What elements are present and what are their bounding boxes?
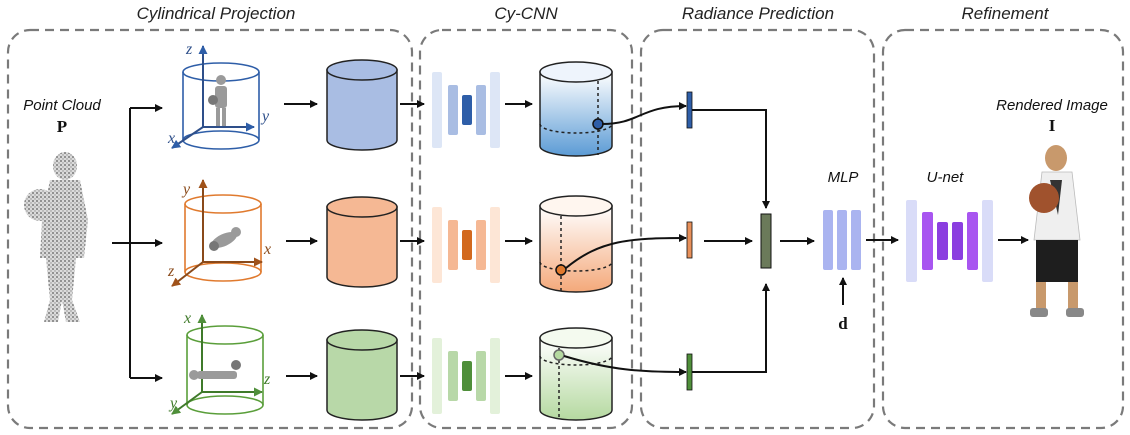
panel-cylindrical-projection [6, 28, 414, 430]
branch-connectors [112, 104, 163, 382]
sample-arrow-blue [601, 102, 687, 125]
axis-label-green-2: z [263, 371, 271, 388]
rendered-image-label: Rendered Image [996, 97, 1108, 114]
point-cloud-figure [24, 152, 88, 322]
axis-label-blue-2: y [260, 108, 270, 125]
axes-blue [171, 45, 255, 149]
axis-label-blue-1: z [185, 41, 193, 58]
output-cylinder-orange [539, 195, 613, 293]
sample-arrow-green [563, 355, 687, 376]
axes-green [171, 314, 263, 415]
mlp-label: MLP [828, 169, 859, 186]
axis-label-orange-3: z [167, 263, 175, 280]
output-cylinder-green [539, 327, 613, 421]
unet-label: U-net [927, 169, 965, 186]
axis-label-green-3: y [168, 395, 178, 412]
connector-green-to-concat [692, 283, 770, 373]
mlp-block [823, 210, 861, 270]
connector-blue-to-concat [692, 109, 770, 209]
feature-cylinder-blue [326, 59, 398, 151]
axes-orange [171, 179, 263, 287]
axis-label-blue-3: x [167, 130, 175, 147]
axis-label-green-1: x [183, 310, 191, 327]
panel-cy-cnn [418, 28, 634, 430]
panel-refinement [881, 28, 1125, 430]
human-figure-blue [208, 75, 227, 126]
cy-cnn-encoder-decoder-blue [432, 72, 500, 148]
human-figure-green [189, 360, 241, 380]
branch-green: x z y [168, 283, 770, 421]
rendered-person-figure [1029, 145, 1084, 317]
section-title-refinement: Refinement [962, 4, 1050, 23]
section-title-radiance-prediction: Radiance Prediction [682, 4, 834, 23]
cy-cnn-encoder-decoder-orange [432, 207, 500, 283]
section-title-cylindrical-projection: Cylindrical Projection [137, 4, 296, 23]
point-cloud-symbol: P [57, 117, 67, 136]
branch-orange: y x z [167, 179, 753, 293]
feature-vector-blue [686, 91, 693, 129]
unet-block [906, 200, 993, 282]
human-figure-orange [209, 227, 241, 251]
feature-cylinder-orange [326, 196, 398, 288]
feature-vector-green [686, 353, 693, 391]
concatenated-feature [760, 213, 772, 269]
panel-radiance-prediction [639, 28, 876, 430]
axis-label-orange-2: x [263, 241, 271, 258]
cy-cnn-encoder-decoder-green [432, 338, 500, 414]
direction-symbol: d [838, 314, 848, 333]
point-cloud-label: Point Cloud [23, 97, 101, 114]
feature-cylinder-green [326, 329, 398, 421]
rendered-image-symbol: I [1049, 116, 1056, 135]
feature-vector-orange [686, 221, 693, 259]
sample-arrow-orange [565, 234, 687, 269]
output-cylinder-blue [539, 61, 613, 157]
branch-blue: z y x [167, 41, 770, 209]
projection-cylinder-green [186, 325, 264, 415]
section-title-cy-cnn: Cy-CNN [494, 4, 558, 23]
axis-label-orange-1: y [181, 181, 191, 198]
